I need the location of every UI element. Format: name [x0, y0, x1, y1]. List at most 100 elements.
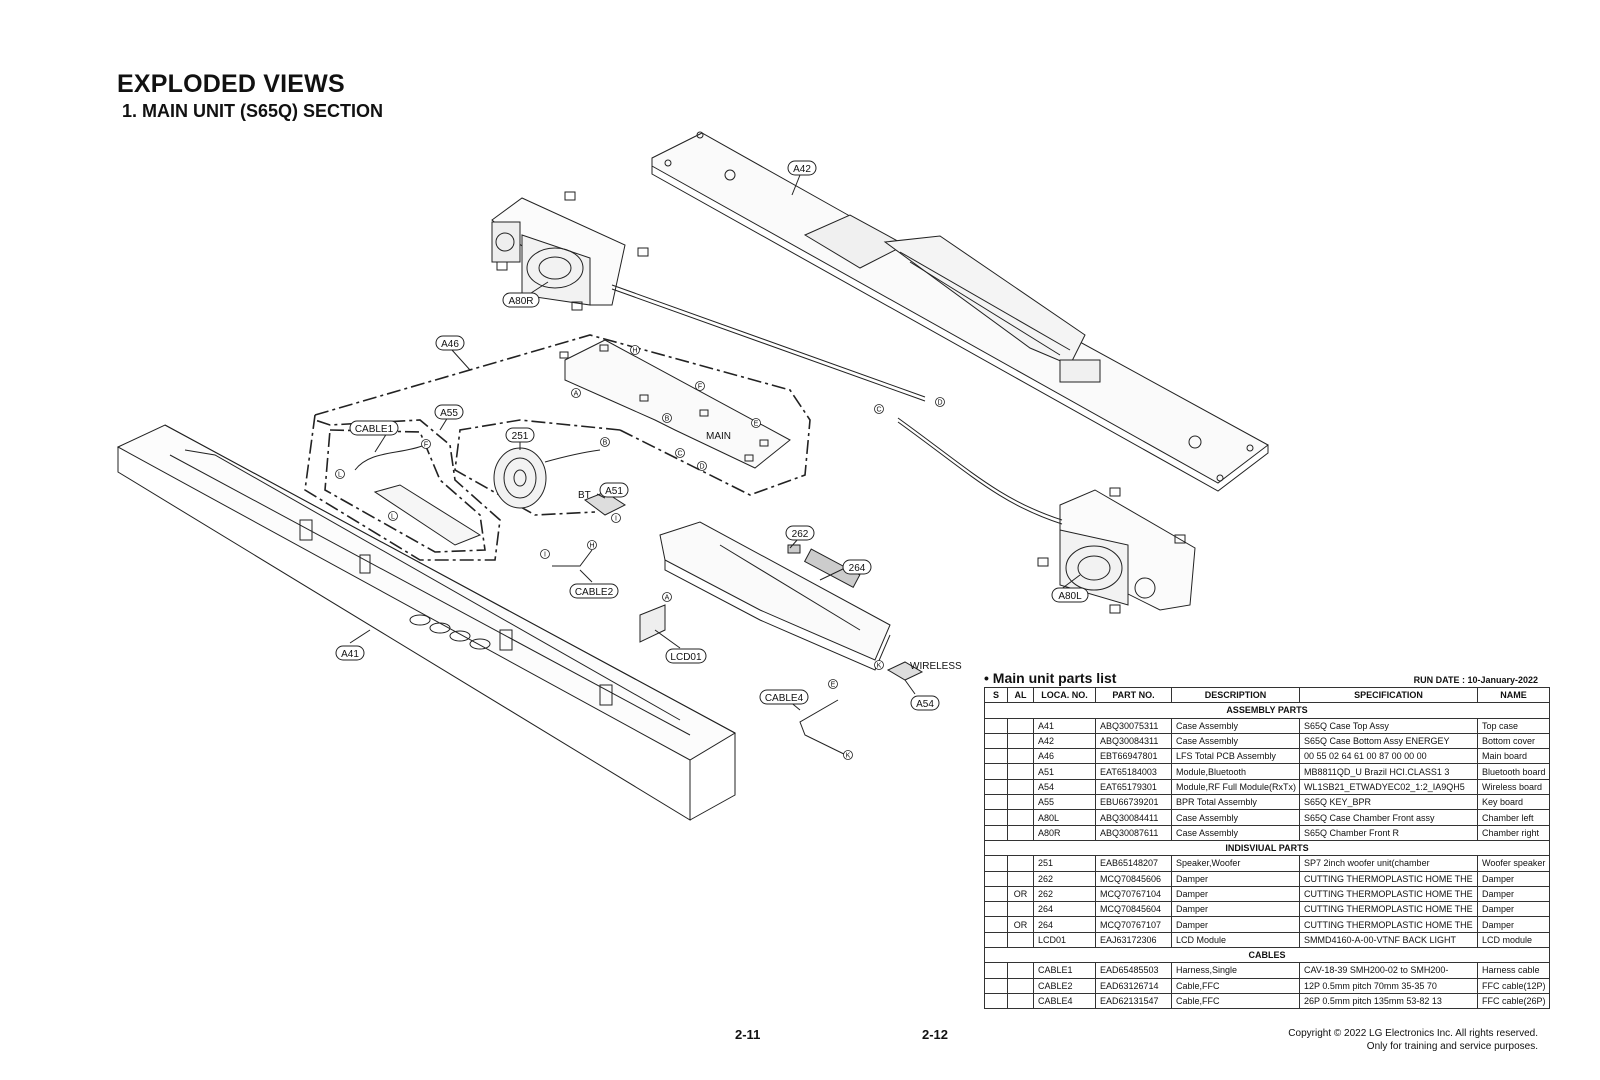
table-cell [984, 748, 1008, 765]
svg-text:A: A [574, 391, 579, 398]
svg-text:K: K [877, 663, 882, 670]
table-cell: Damper [1171, 885, 1300, 903]
table-cell: MB8811QD_U Brazil HCI.CLASS1 3 [1299, 763, 1478, 780]
parts-table: S AL LOCA. NO. PART NO. DESCRIPTION SPEC… [984, 686, 1550, 1010]
table-cell: Damper [1477, 916, 1550, 933]
callout-a51: A51 [599, 482, 629, 498]
svg-text:CABLE2: CABLE2 [575, 587, 614, 598]
section-row: INDISVIUAL PARTS [984, 839, 1550, 857]
table-cell: S65Q KEY_BPR [1299, 794, 1478, 811]
table-cell: S65Q Chamber Front R [1299, 824, 1478, 841]
table-cell [984, 977, 1008, 994]
table-cell: SP7 2inch woofer unit(chamber [1299, 855, 1478, 872]
table-cell: ABQ30087611 [1095, 824, 1172, 841]
table-cell: A46 [1033, 748, 1096, 765]
bottom-cover-drawing [651, 131, 1269, 492]
table-cell: ABQ30084411 [1095, 809, 1172, 826]
table-cell: EAT65184003 [1095, 763, 1172, 780]
table-cell: MCQ70845604 [1095, 901, 1172, 918]
svg-text:D: D [699, 464, 704, 471]
table-cell: 12P 0.5mm pitch 70mm 35-35 70 [1299, 977, 1478, 994]
chamber-left-drawing [897, 417, 1196, 614]
table-cell: 26P 0.5mm pitch 135mm 53-82 13 [1299, 992, 1478, 1010]
table-cell: CABLE1 [1033, 962, 1096, 979]
page-number-right: 2-12 [922, 1027, 949, 1042]
table-cell: A80R [1033, 824, 1096, 841]
woofer-drawing [493, 447, 601, 509]
callout-251: 251 [505, 427, 535, 443]
table-cell: FFC cable(12P) [1477, 977, 1550, 994]
table-cell: EBT66947801 [1095, 748, 1172, 765]
table-cell: LCD module [1477, 931, 1550, 949]
copyright-line-2: Only for training and service purposes. [1366, 1041, 1538, 1052]
table-cell [984, 962, 1008, 979]
table-cell [984, 916, 1008, 933]
table-cell [1007, 763, 1034, 780]
label-wireless: WIRELESS [910, 661, 962, 672]
table-cell [984, 778, 1008, 796]
table-cell [1007, 901, 1034, 918]
table-cell [984, 794, 1008, 811]
svg-text:A: A [665, 595, 670, 602]
callout-cable2: CABLE2 [569, 583, 619, 599]
callout-a42: A42 [787, 160, 817, 176]
svg-text:F: F [698, 384, 702, 391]
table-cell: OR [1007, 916, 1034, 933]
table-cell [1007, 992, 1034, 1010]
table-cell: S65Q Case Chamber Front assy [1299, 809, 1478, 826]
table-cell: CABLE4 [1033, 992, 1096, 1010]
svg-text:I: I [615, 516, 617, 523]
table-cell: Module,Bluetooth [1171, 763, 1300, 780]
callout-cable4: CABLE4 [759, 689, 809, 705]
col-header: AL [1007, 686, 1034, 704]
table-cell: ABQ30075311 [1095, 717, 1172, 734]
table-cell [1007, 809, 1034, 826]
col-header: LOCA. NO. [1033, 686, 1096, 704]
table-cell: 00 55 02 64 61 00 87 00 00 00 [1299, 748, 1478, 765]
table-cell: Case Assembly [1171, 732, 1300, 750]
svg-text:E: E [754, 421, 759, 428]
table-cell: Speaker,Woofer [1171, 855, 1300, 872]
table-cell: 251 [1033, 855, 1096, 872]
svg-text:LCD01: LCD01 [670, 652, 702, 663]
table-cell: Damper [1171, 870, 1300, 887]
copyright-line-1: Copyright © 2022 LG Electronics Inc. All… [1288, 1028, 1538, 1039]
chamber-right-drawing [491, 191, 926, 402]
table-cell: Harness,Single [1171, 962, 1300, 979]
table-cell [1007, 778, 1034, 796]
table-cell: A42 [1033, 732, 1096, 750]
table-cell: MCQ70767107 [1095, 916, 1172, 933]
connector-markers: A B C D E F H L F L B I H I A C D K E K [335, 345, 945, 760]
svg-text:F: F [424, 442, 428, 449]
svg-text:H: H [632, 348, 637, 355]
svg-text:C: C [876, 407, 881, 414]
svg-text:A42: A42 [793, 164, 811, 175]
table-cell [1007, 931, 1034, 949]
table-cell: Damper [1171, 901, 1300, 918]
table-cell: Chamber right [1477, 824, 1550, 841]
section-title: CABLES [984, 947, 1550, 964]
table-cell [1007, 855, 1034, 872]
svg-text:D: D [937, 400, 942, 407]
table-cell [984, 931, 1008, 949]
label-bt: BT [578, 490, 591, 501]
table-cell: MCQ70845606 [1095, 870, 1172, 887]
table-cell: CABLE2 [1033, 977, 1096, 994]
svg-text:H: H [589, 543, 594, 550]
table-cell: A54 [1033, 778, 1096, 796]
table-cell: Case Assembly [1171, 824, 1300, 841]
table-cell [1007, 962, 1034, 979]
page-title: EXPLODED VIEWS [117, 70, 345, 98]
table-cell: Bluetooth board [1477, 763, 1550, 780]
svg-text:B: B [603, 440, 608, 447]
table-cell: Main board [1477, 748, 1550, 765]
table-cell: Module,RF Full Module(RxTx) [1171, 778, 1300, 796]
